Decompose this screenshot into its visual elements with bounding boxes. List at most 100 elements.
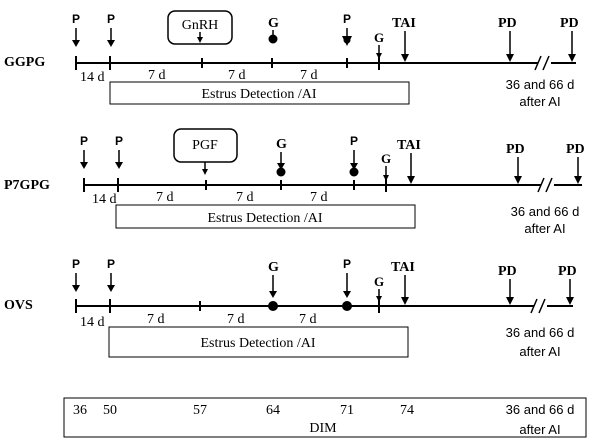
protocol-ggpg: GGPG P P GnRH <box>4 10 579 109</box>
treatment-box <box>167 10 233 45</box>
estrus-detection-bar <box>115 204 416 229</box>
interval-label: 7 d <box>156 190 174 205</box>
followup-label: 36 and 66 d <box>506 325 575 340</box>
down-arrow-icon <box>401 275 409 305</box>
marker-label-pd: PD <box>558 264 577 279</box>
marker-label-tai: TAI <box>392 16 416 31</box>
marker-label-pd: PD <box>566 142 585 157</box>
down-arrow-icon <box>376 45 382 59</box>
followup-label: after AI <box>524 221 565 236</box>
protocol-ovs: OVS P P G P <box>4 257 577 359</box>
down-arrow-icon <box>407 153 415 184</box>
dim-value: 57 <box>193 403 207 418</box>
down-arrow-icon <box>514 157 522 184</box>
arrow-dot-icon <box>342 273 352 311</box>
marker-label-p: P <box>115 134 123 148</box>
down-arrow-icon <box>80 150 88 169</box>
interval-label: 7 d <box>227 312 245 327</box>
followup-label: 36 and 66 d <box>506 77 575 92</box>
dim-axis-label: DIM <box>309 421 337 436</box>
down-arrow-icon <box>566 279 574 305</box>
treatment-box-label: GnRH <box>182 18 219 33</box>
marker-label-p: P <box>80 134 88 148</box>
interval-label: 14 d <box>80 70 105 85</box>
marker-label-p: P <box>350 134 358 148</box>
interval-label: 7 d <box>228 68 246 83</box>
down-arrow-icon <box>107 28 115 47</box>
axis-break-icon <box>537 177 553 193</box>
down-arrow-icon <box>107 273 115 292</box>
marker-label-pd: PD <box>506 142 525 157</box>
estrus-detection-label: Estrus Detection /AI <box>200 336 315 351</box>
arrow-dot-icon <box>349 150 359 177</box>
protocol-name: P7GPG <box>4 178 50 193</box>
interval-label: 7 d <box>148 68 166 83</box>
timeline-ticks <box>75 56 380 70</box>
down-arrow-icon <box>506 31 514 62</box>
interval-label: 14 d <box>92 192 117 207</box>
marker-label-g: G <box>276 137 287 152</box>
down-arrow-icon <box>72 273 80 292</box>
marker-label-g: G <box>268 260 279 275</box>
down-arrow-icon <box>401 31 409 62</box>
estrus-detection-bar <box>108 326 409 358</box>
marker-label-p: P <box>72 257 80 271</box>
injection-dot-icon <box>268 34 278 44</box>
marker-label-pd: PD <box>498 16 517 31</box>
dim-value: 64 <box>266 403 280 418</box>
interval-label: 7 d <box>147 312 165 327</box>
interval-label: 7 d <box>299 312 317 327</box>
interval-label: 7 d <box>236 190 254 205</box>
down-arrow-icon <box>202 162 208 175</box>
down-arrow-icon <box>115 150 123 169</box>
protocol-name: OVS <box>4 298 33 313</box>
marker-label-tai: TAI <box>391 260 415 275</box>
dim-scale-box <box>63 397 587 438</box>
treatment-box-label: PGF <box>192 138 218 153</box>
axis-break-icon <box>530 298 546 314</box>
marker-label-p: P <box>343 12 351 26</box>
marker-label-pd: PD <box>498 264 517 279</box>
down-arrow-icon <box>383 166 389 181</box>
marker-label-g: G <box>381 151 391 166</box>
marker-label-p: P <box>107 257 115 271</box>
interval-label: 7 d <box>300 68 318 83</box>
estrus-detection-label: Estrus Detection /AI <box>201 87 316 102</box>
estrus-detection-bar <box>109 81 410 105</box>
marker-label-g: G <box>374 30 384 45</box>
interval-label: 14 d <box>80 315 105 330</box>
down-arrow-icon <box>376 289 382 302</box>
down-arrow-icon <box>506 279 514 305</box>
marker-label-p: P <box>107 12 115 26</box>
axis-break-icon <box>534 55 550 71</box>
followup-label: 36 and 66 d <box>511 204 580 219</box>
arrow-dot-icon <box>276 152 286 177</box>
down-arrow-icon <box>574 157 582 184</box>
marker-label-g: G <box>268 16 279 31</box>
down-arrow-icon <box>568 31 576 62</box>
followup-label: 36 and 66 d <box>506 402 575 417</box>
marker-label-pd: PD <box>560 16 579 31</box>
protocol-name: GGPG <box>4 55 45 70</box>
arrow-dot-icon <box>342 28 352 46</box>
marker-label-p: P <box>72 12 80 26</box>
down-arrow-icon <box>197 32 203 43</box>
down-arrow-icon <box>72 28 80 47</box>
followup-label: after AI <box>519 94 560 109</box>
followup-label: after AI <box>519 422 560 437</box>
dim-value: 71 <box>340 403 354 418</box>
protocol-p7gpg: P7GPG P P PGF <box>4 128 585 236</box>
dim-scale: 36 50 57 64 71 74 36 and 66 d after AI D… <box>63 397 587 438</box>
followup-label: after AI <box>519 344 560 359</box>
timeline-ticks <box>83 178 387 192</box>
dim-value: 50 <box>103 403 117 418</box>
marker-label-tai: TAI <box>397 138 421 153</box>
arrow-dot-icon <box>268 275 278 311</box>
marker-label-g: G <box>374 274 384 289</box>
estrus-detection-label: Estrus Detection /AI <box>207 211 322 226</box>
dim-value: 74 <box>400 403 414 418</box>
marker-label-p: P <box>343 257 351 271</box>
dim-value: 36 <box>73 403 87 418</box>
